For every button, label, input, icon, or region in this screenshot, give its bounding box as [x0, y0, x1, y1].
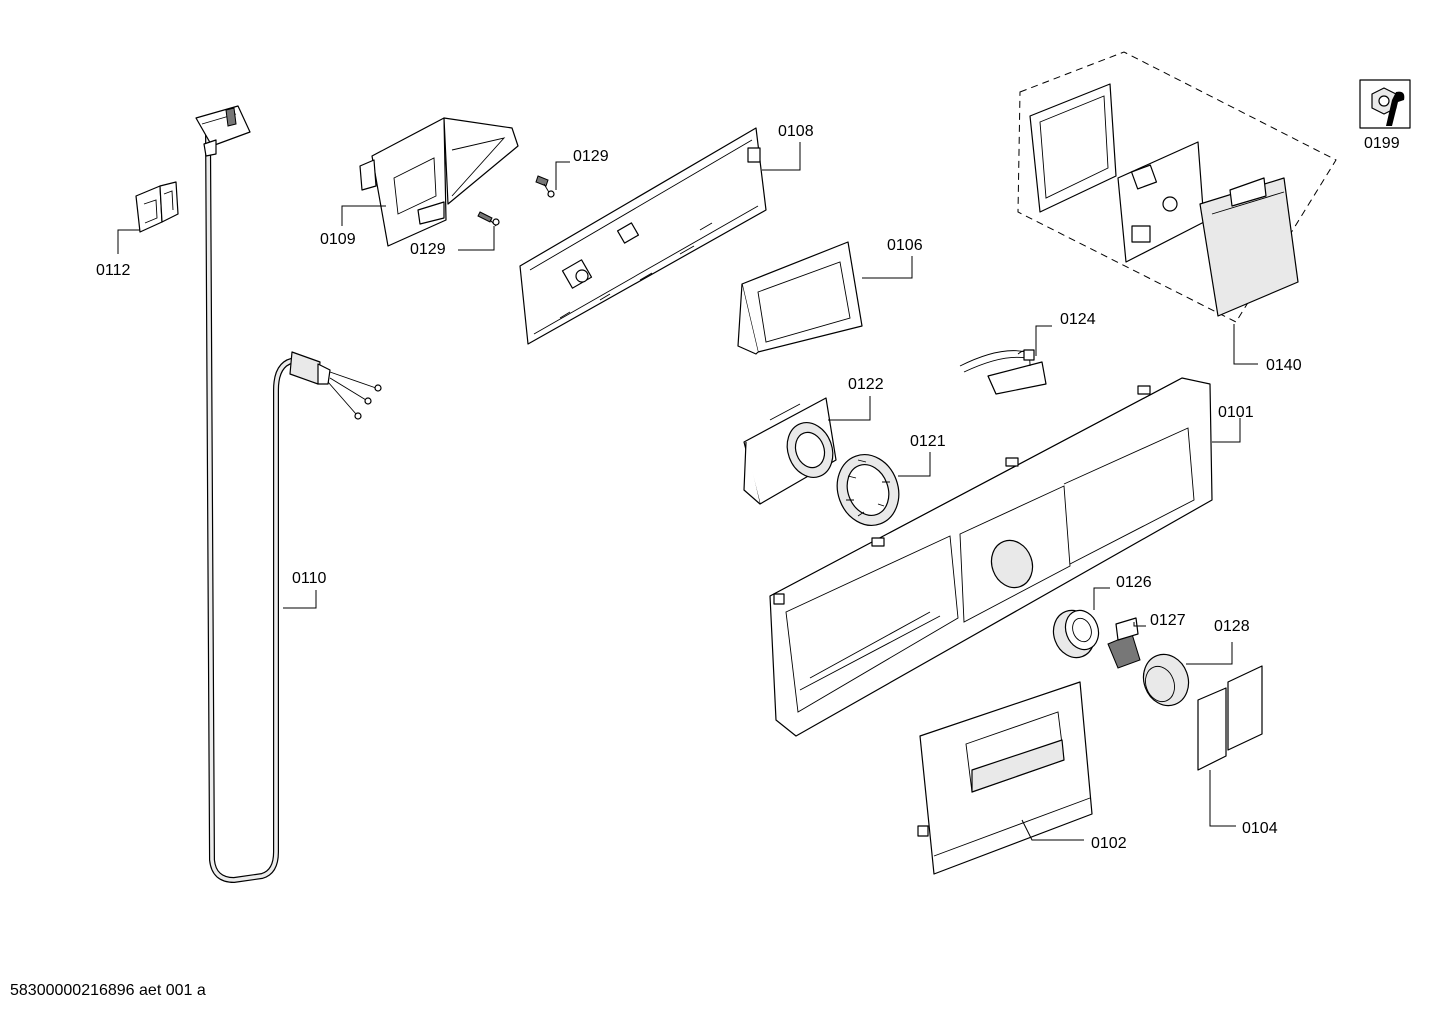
label-0122: 0122 — [848, 376, 884, 393]
control-board-carrier-part[interactable] — [519, 127, 767, 345]
knob-ring-part[interactable] — [827, 446, 908, 534]
knob-part[interactable] — [1047, 605, 1104, 664]
sensor-part[interactable] — [959, 349, 1047, 395]
label-0127: 0127 — [1150, 612, 1186, 629]
screw-part-upper[interactable] — [535, 175, 555, 198]
bracket-part[interactable] — [359, 117, 519, 247]
label-0126: 0126 — [1116, 574, 1152, 591]
cable-clip-part[interactable] — [135, 181, 179, 233]
label-0101: 0101 — [1218, 404, 1254, 421]
screw-part-lower[interactable] — [477, 211, 500, 227]
label-0104: 0104 — [1242, 820, 1278, 837]
document-footer-id: 58300000216896 aet 001 a — [10, 982, 206, 999]
label-0124: 0124 — [1060, 311, 1096, 328]
label-0112: 0112 — [96, 262, 131, 279]
label-0129-lower: 0129 — [410, 241, 446, 258]
label-0106: 0106 — [887, 237, 923, 254]
knob-holder-part[interactable] — [743, 397, 840, 505]
control-module-part[interactable] — [1029, 83, 1299, 317]
label-0102: 0102 — [1091, 835, 1127, 852]
label-0108: 0108 — [778, 123, 814, 140]
label-0121: 0121 — [910, 433, 946, 450]
power-cable-part[interactable] — [195, 105, 382, 883]
label-0110: 0110 — [292, 570, 327, 587]
knob-insert-part[interactable] — [1107, 617, 1141, 669]
nut-wrench-icon — [1359, 79, 1411, 129]
label-0129-upper: 0129 — [573, 148, 609, 165]
knob-cap-part[interactable] — [1136, 648, 1195, 712]
display-frame-part[interactable] — [737, 241, 863, 355]
label-0128: 0128 — [1214, 618, 1250, 635]
label-0199: 0199 — [1364, 135, 1400, 152]
control-panel-part[interactable] — [769, 377, 1213, 737]
label-0109: 0109 — [320, 231, 356, 248]
drawer-handle-part[interactable] — [917, 681, 1093, 875]
label-0140: 0140 — [1266, 357, 1302, 374]
foil-labels-part[interactable] — [1197, 665, 1263, 771]
